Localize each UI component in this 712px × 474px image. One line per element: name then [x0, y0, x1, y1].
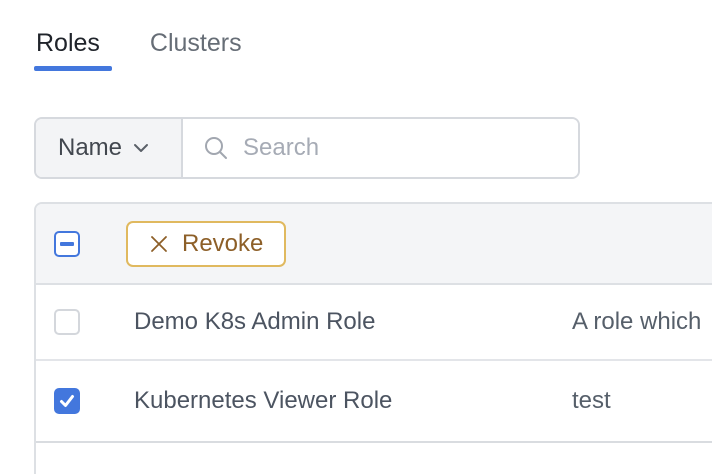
filter-field-value: Name — [58, 134, 123, 161]
search-icon — [203, 135, 229, 161]
table-row[interactable]: Demo K8s Admin Role A role which — [36, 285, 712, 361]
filter-bar: Name — [34, 117, 580, 179]
role-name: Demo K8s Admin Role — [134, 308, 376, 335]
revoke-button[interactable]: Revoke — [126, 220, 287, 267]
close-icon — [149, 234, 169, 254]
select-all-checkbox[interactable] — [54, 230, 80, 257]
active-tab-indicator — [34, 66, 112, 71]
chevron-down-icon — [133, 143, 149, 153]
table-row-empty — [36, 443, 712, 474]
tab-roles[interactable]: Roles — [36, 29, 100, 57]
indeterminate-dash-icon — [60, 241, 74, 246]
filter-field-dropdown[interactable]: Name — [36, 119, 183, 177]
role-description: A role which — [572, 308, 702, 335]
role-description: test — [572, 387, 611, 414]
table-row[interactable]: Kubernetes Viewer Role test — [36, 361, 712, 443]
check-icon — [58, 392, 76, 415]
tab-clusters[interactable]: Clusters — [149, 29, 242, 57]
role-name: Kubernetes Viewer Role — [134, 387, 393, 414]
tab-bar: Roles Clusters — [36, 27, 242, 59]
revoke-button-label: Revoke — [182, 229, 264, 257]
row-checkbox[interactable] — [54, 388, 80, 414]
table-header-row: Revoke — [36, 204, 712, 285]
search-box[interactable] — [183, 119, 578, 177]
roles-table: Revoke Demo K8s Admin Role A role which … — [34, 202, 712, 474]
row-checkbox[interactable] — [54, 309, 80, 335]
search-input[interactable] — [241, 133, 578, 163]
